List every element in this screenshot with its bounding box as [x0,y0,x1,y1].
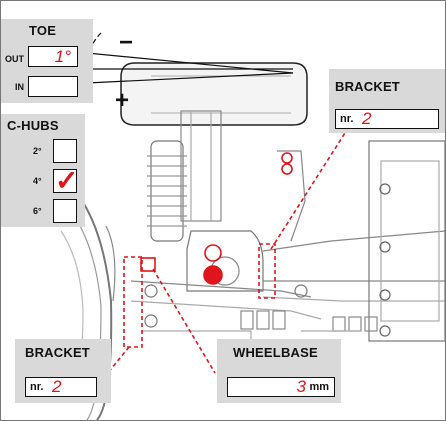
toe-minus-sign: − [119,29,134,56]
toe-title: TOE [29,23,57,38]
check-mark-icon: ✓ [55,165,79,196]
chubs-checkbox-6[interactable] [53,199,77,223]
bracket-left-field[interactable]: nr. 2 [25,377,97,397]
bracket-right-panel: BRACKET nr. 2 [329,69,445,133]
wheelbase-panel: WHEELBASE 3 mm [217,339,341,403]
toe-plus-sign: + [115,87,130,114]
bracket-right-value: 2 [362,109,372,128]
toe-in-label: IN [15,82,24,92]
chubs-checkbox-2[interactable] [53,139,77,163]
bracket-left-value: 2 [52,377,62,396]
bracket-right-prefix: nr. [340,113,354,125]
bracket-left-title: BRACKET [25,345,90,360]
chubs-option-label-4: 4° [33,176,42,186]
toe-out-field[interactable]: 1° [28,46,78,67]
chubs-option-label-2: 2° [33,146,42,156]
bracket-left-panel: BRACKET nr. 2 [15,339,111,403]
toe-panel: TOE OUT 1° IN [1,19,93,103]
wheelbase-title: WHEELBASE [233,345,318,360]
bracket-right-title: BRACKET [335,79,400,94]
bracket-right-field[interactable]: nr. 2 [335,109,439,129]
bracket-left-prefix: nr. [30,381,44,393]
toe-in-field[interactable] [28,76,78,97]
wheelbase-field[interactable]: 3 mm [227,377,335,397]
chubs-option-label-6: 6° [33,206,42,216]
wheelbase-unit: mm [309,381,329,393]
chubs-panel: C-HUBS 2° 4° ✓ 6° [1,114,85,227]
chubs-checkbox-4[interactable]: ✓ [53,165,78,196]
chubs-title: C-HUBS [7,118,59,133]
toe-out-value: 1° [54,47,71,66]
toe-out-label: OUT [5,54,24,64]
wheelbase-value: 3 [296,377,306,396]
